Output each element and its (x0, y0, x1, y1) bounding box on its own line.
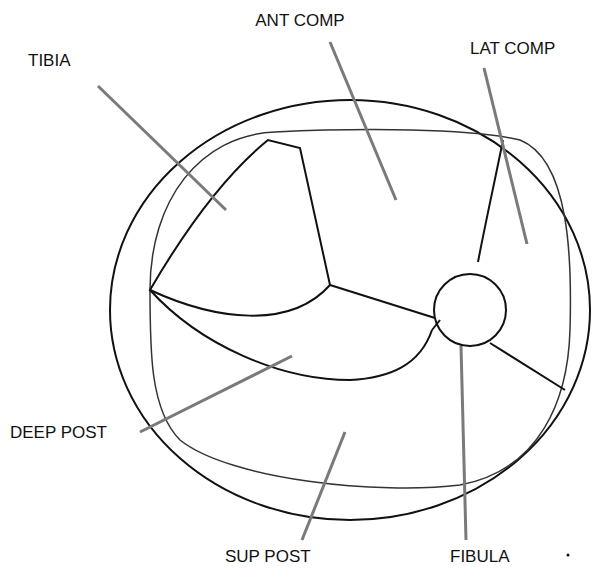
part-label: FIBULA (450, 548, 510, 567)
leader-line (302, 432, 345, 540)
leader-line (98, 86, 226, 210)
leader-line (330, 42, 396, 200)
fibula-joint (432, 320, 440, 330)
tibia-outline (150, 140, 330, 316)
part-label: DEEP POST (10, 424, 107, 443)
leg-outline (110, 100, 590, 520)
interosseous-line (330, 285, 435, 318)
leader-line (140, 356, 292, 432)
septum-line (490, 343, 565, 390)
part-label: ANT COMP (255, 12, 344, 31)
part-label: LAT COMP (470, 40, 555, 59)
part-label: TIBIA (28, 52, 71, 71)
fibula-outline (434, 274, 506, 346)
leader-line (461, 346, 466, 540)
septum-line (478, 140, 503, 262)
leader-lines (98, 42, 527, 540)
dot-mark (567, 554, 570, 557)
leader-line (484, 68, 527, 244)
part-label: SUP POST (225, 548, 311, 567)
skin-outline (110, 100, 590, 520)
fascia-outline (150, 130, 570, 488)
